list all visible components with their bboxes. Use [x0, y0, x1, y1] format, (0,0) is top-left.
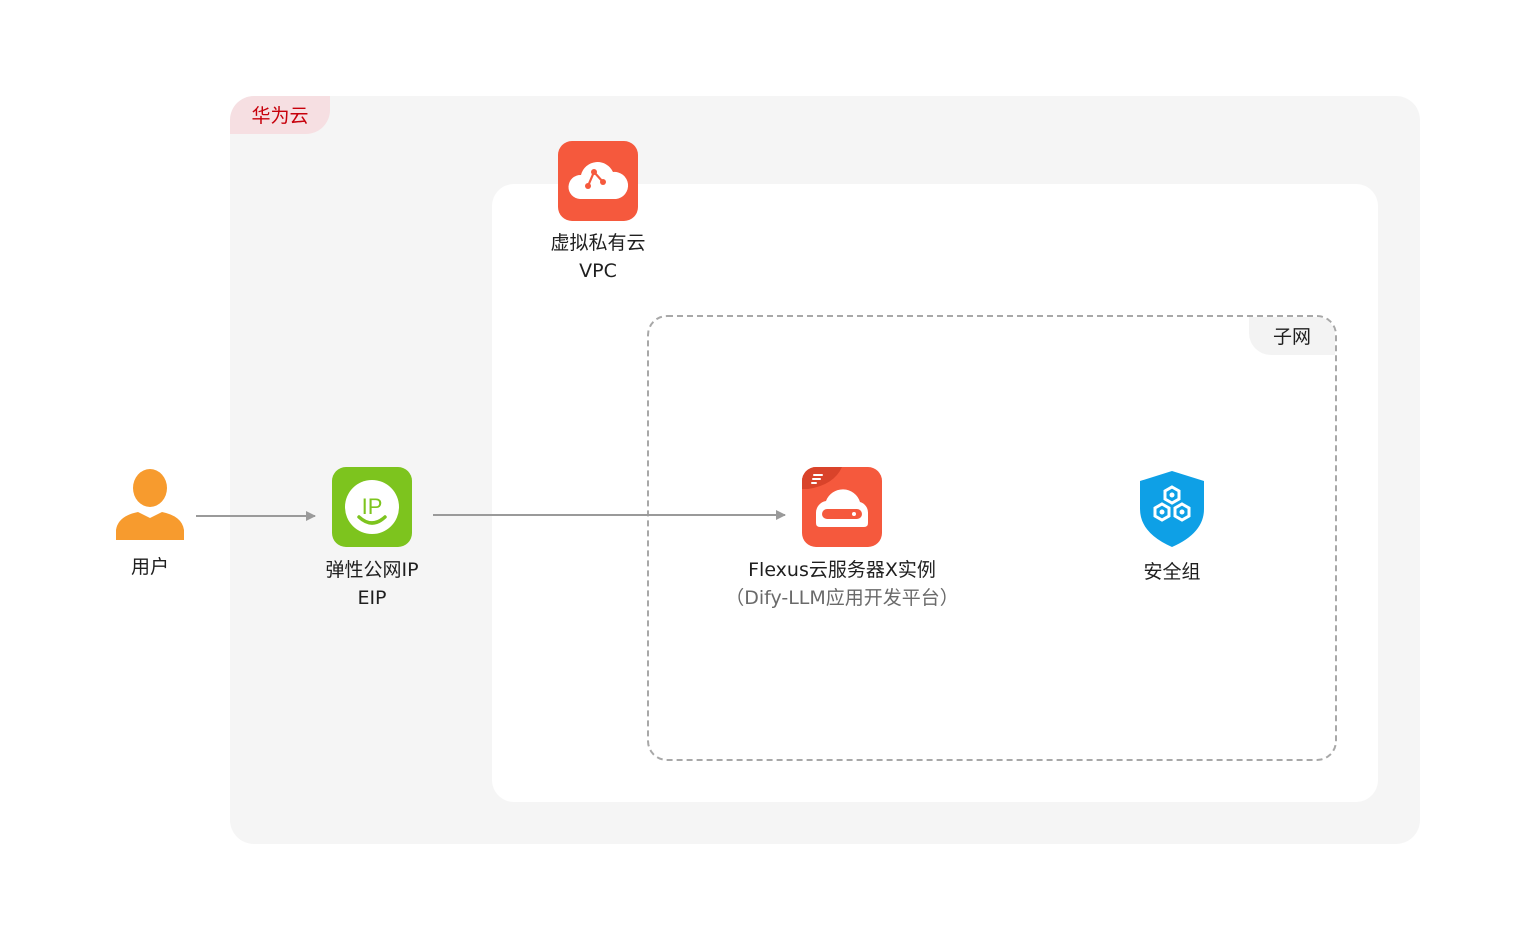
- flexus-detail: （Dify-LLM应用开发平台）: [725, 587, 959, 609]
- vpc-container: [492, 184, 1378, 802]
- huawei-cloud-label: 华为云: [230, 96, 330, 134]
- server-icon: [802, 467, 869, 527]
- vpc-cloud-icon: [568, 162, 629, 199]
- vpc-node: [558, 141, 638, 221]
- user-label: 用户: [130, 556, 169, 578]
- user-icon: [116, 469, 184, 540]
- security-group-label: 安全组: [1143, 561, 1201, 583]
- svg-text:IP: IP: [362, 494, 383, 519]
- eip-name: 弹性公网IP: [325, 559, 419, 581]
- vpc-abbr: VPC: [579, 260, 617, 282]
- flexus-name: Flexus云服务器X实例: [748, 559, 936, 581]
- security-shield-icon: [1140, 471, 1204, 547]
- subnet-container: [647, 315, 1337, 761]
- eip-icon: IP: [345, 480, 399, 534]
- vpc-name: 虚拟私有云: [550, 232, 646, 254]
- subnet-label: 子网: [1249, 317, 1335, 355]
- eip-node: IP: [332, 467, 412, 547]
- eip-abbr: EIP: [357, 587, 387, 609]
- flexus-node: [802, 467, 882, 547]
